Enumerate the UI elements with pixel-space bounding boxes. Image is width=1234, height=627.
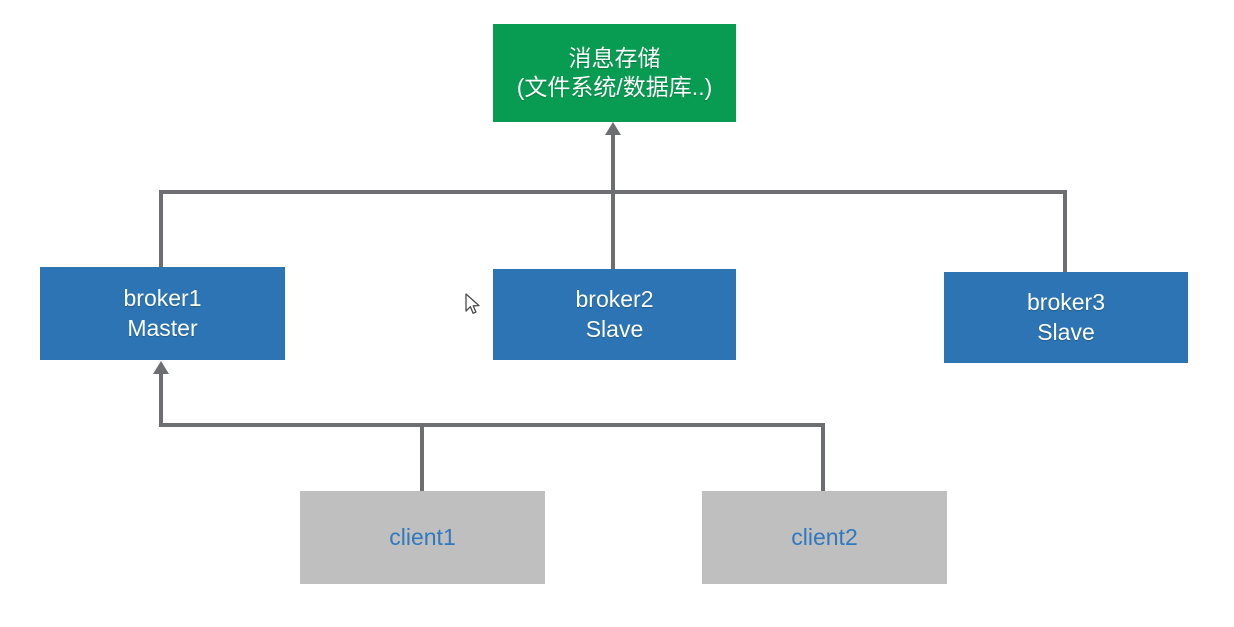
node-broker3-role: Slave bbox=[1037, 318, 1095, 345]
node-client2-label: client2 bbox=[791, 523, 858, 550]
node-broker1-role: Master bbox=[127, 314, 198, 341]
node-broker1[interactable]: broker1 Master bbox=[40, 267, 285, 360]
node-broker3-name: broker3 bbox=[1027, 289, 1105, 316]
node-client1[interactable]: client1 bbox=[300, 491, 545, 584]
node-broker3[interactable]: broker3 Slave bbox=[944, 272, 1188, 363]
node-client1-label: client1 bbox=[389, 523, 456, 550]
arrowhead-to-broker1 bbox=[153, 361, 169, 374]
connector-bus-to-broker3 bbox=[1063, 190, 1067, 274]
connector-bus-to-client2 bbox=[821, 423, 825, 493]
node-broker1-name: broker1 bbox=[123, 285, 202, 312]
connector-client-bus-horizontal bbox=[159, 423, 825, 427]
connector-bus-to-client1 bbox=[420, 423, 424, 493]
node-client2[interactable]: client2 bbox=[702, 491, 947, 584]
connector-bus-to-broker1 bbox=[159, 190, 163, 269]
node-message-storage-line2: (文件系统/数据库..) bbox=[516, 74, 713, 100]
node-message-storage-line1: 消息存储 bbox=[568, 44, 661, 71]
node-broker2-name: broker2 bbox=[575, 286, 654, 313]
node-broker2[interactable]: broker2 Slave bbox=[493, 269, 736, 360]
arrowhead-to-storage bbox=[605, 122, 621, 135]
connector-broker2-to-storage bbox=[611, 134, 615, 271]
node-message-storage[interactable]: 消息存储 (文件系统/数据库..) bbox=[493, 24, 736, 122]
connector-clients-to-broker1 bbox=[159, 374, 163, 425]
mouse-pointer-icon bbox=[464, 293, 482, 322]
node-broker2-role: Slave bbox=[585, 315, 644, 342]
